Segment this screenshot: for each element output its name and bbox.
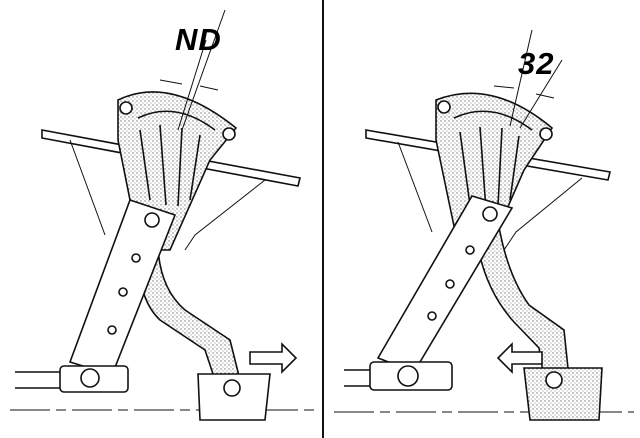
clevis-left-pin (80, 368, 100, 388)
left-panel: ND (10, 9, 320, 421)
callout-label-right: 32 (518, 46, 555, 81)
sector-bolt-left (437, 100, 451, 114)
link-hole-3 (445, 279, 455, 289)
measure-arrow (159, 79, 219, 91)
sector-teeth (453, 110, 533, 211)
link-hole-2 (465, 245, 475, 255)
support-line-right (503, 177, 583, 251)
link-hole-3 (118, 287, 128, 297)
push-rod (15, 371, 60, 389)
sector-bolt-left (119, 101, 133, 115)
mount-bolt (223, 379, 241, 397)
right-panel: 32 (324, 0, 640, 438)
mount-bolt (545, 371, 563, 389)
corner-mark: —·— (540, 0, 556, 4)
panel-divider (322, 0, 324, 438)
link-hole-4 (107, 325, 117, 335)
measure-line-a (509, 29, 533, 127)
callout-label-left: ND (175, 22, 222, 57)
measure-line-b (177, 39, 207, 131)
right-panel-drawing (334, 29, 634, 421)
measure-arrow (493, 85, 555, 99)
support-line-right (184, 179, 266, 251)
direction-arrow-right (249, 342, 298, 374)
link-hole-1 (482, 206, 498, 222)
support-line-left (397, 141, 433, 233)
link-hole-1 (144, 212, 160, 228)
direction-arrow-left (496, 342, 543, 374)
mount-bracket (523, 367, 603, 421)
mount-bracket (197, 373, 271, 421)
clevis-left-pin (397, 365, 419, 387)
sector-teeth (137, 110, 216, 207)
left-panel-drawing (10, 9, 320, 421)
link-hole-4 (427, 311, 437, 321)
support-line-left (69, 139, 106, 236)
measure-line-a (181, 9, 226, 131)
link-hole-2 (131, 253, 141, 263)
sector-bolt-right (222, 127, 236, 141)
sector-bolt-right (539, 127, 553, 141)
measure-line-b (519, 59, 563, 129)
